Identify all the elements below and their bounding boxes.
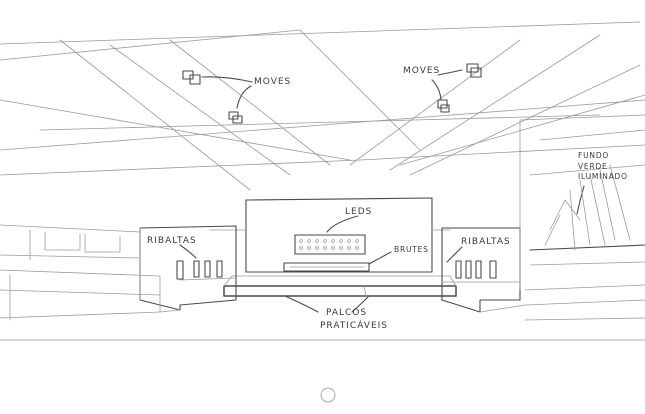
- ribalta-light: [489, 260, 497, 279]
- ceiling-lines: [0, 21, 645, 191]
- ribalta-light: [204, 260, 211, 278]
- moving-head-icon: [470, 67, 482, 78]
- label-ribaltas-left: RIBALTAS: [147, 236, 197, 246]
- ribalta-light: [193, 260, 200, 278]
- stage-platform: [223, 285, 457, 297]
- moving-head-icon: [189, 74, 201, 85]
- leader-lines: [179, 69, 585, 313]
- label-moves-left: MOVES: [254, 77, 292, 87]
- label-palcos-line1: PALCOS: [326, 308, 368, 318]
- stage-structure: [0, 114, 645, 341]
- ribalta-light: [475, 260, 482, 279]
- sketch-mark: [320, 387, 336, 403]
- label-ribaltas-right: RIBALTAS: [461, 237, 511, 247]
- moving-head-icon: [437, 99, 448, 109]
- brutes-bar: [283, 262, 370, 272]
- moving-head-icon: [232, 115, 243, 124]
- label-leds: LEDS: [345, 207, 373, 217]
- led-panel: [294, 234, 366, 255]
- ribalta-light: [465, 260, 472, 279]
- label-fundo-line3: ILUMINADO: [578, 172, 628, 182]
- ribalta-light: [455, 260, 462, 279]
- moving-head-fixtures: [182, 63, 482, 124]
- led-dots: [299, 239, 359, 250]
- ribalta-light: [216, 260, 223, 278]
- label-moves-right: MOVES: [403, 66, 441, 76]
- moving-head-icon: [440, 104, 450, 113]
- label-fundo-line2: VERDE: [578, 161, 608, 171]
- label-fundo-verde: FUNDO VERDE ILUMINADO: [578, 151, 628, 182]
- label-palcos-line2: PRATICÁVEIS: [320, 321, 389, 332]
- label-palcos: PALCOS PRATICÁVEIS: [320, 308, 388, 332]
- ribalta-light: [176, 260, 184, 280]
- label-fundo-line1: FUNDO: [578, 151, 610, 160]
- label-brutes: BRUTES: [394, 245, 429, 254]
